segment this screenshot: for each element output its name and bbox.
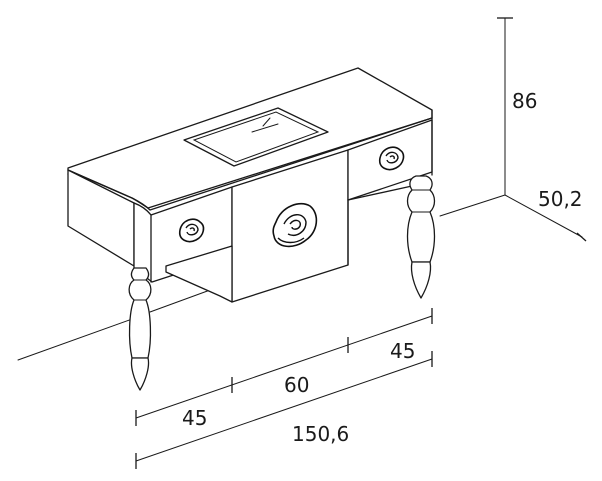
height-dimension: 86 bbox=[497, 17, 537, 196]
front-right-leg bbox=[406, 175, 436, 299]
front-left-section-label: 45 bbox=[182, 406, 207, 430]
back-center-section-label: 60 bbox=[284, 373, 309, 397]
total-width-dimension: 150,6 bbox=[135, 351, 433, 469]
rose-handle-right-icon bbox=[378, 146, 405, 171]
depth-label: 50,2 bbox=[538, 187, 583, 211]
total-width-label: 150,6 bbox=[292, 422, 349, 446]
rose-handle-center-icon bbox=[272, 202, 318, 248]
front-left-leg bbox=[128, 267, 152, 391]
height-label: 86 bbox=[512, 89, 537, 113]
depth-dimension: 50,2 bbox=[504, 187, 587, 242]
vanity-cabinet bbox=[67, 67, 433, 303]
rose-handle-left-icon bbox=[178, 218, 205, 243]
back-sections-dimension: 45 60 45 bbox=[135, 308, 433, 430]
back-right-section-label: 45 bbox=[390, 339, 415, 363]
